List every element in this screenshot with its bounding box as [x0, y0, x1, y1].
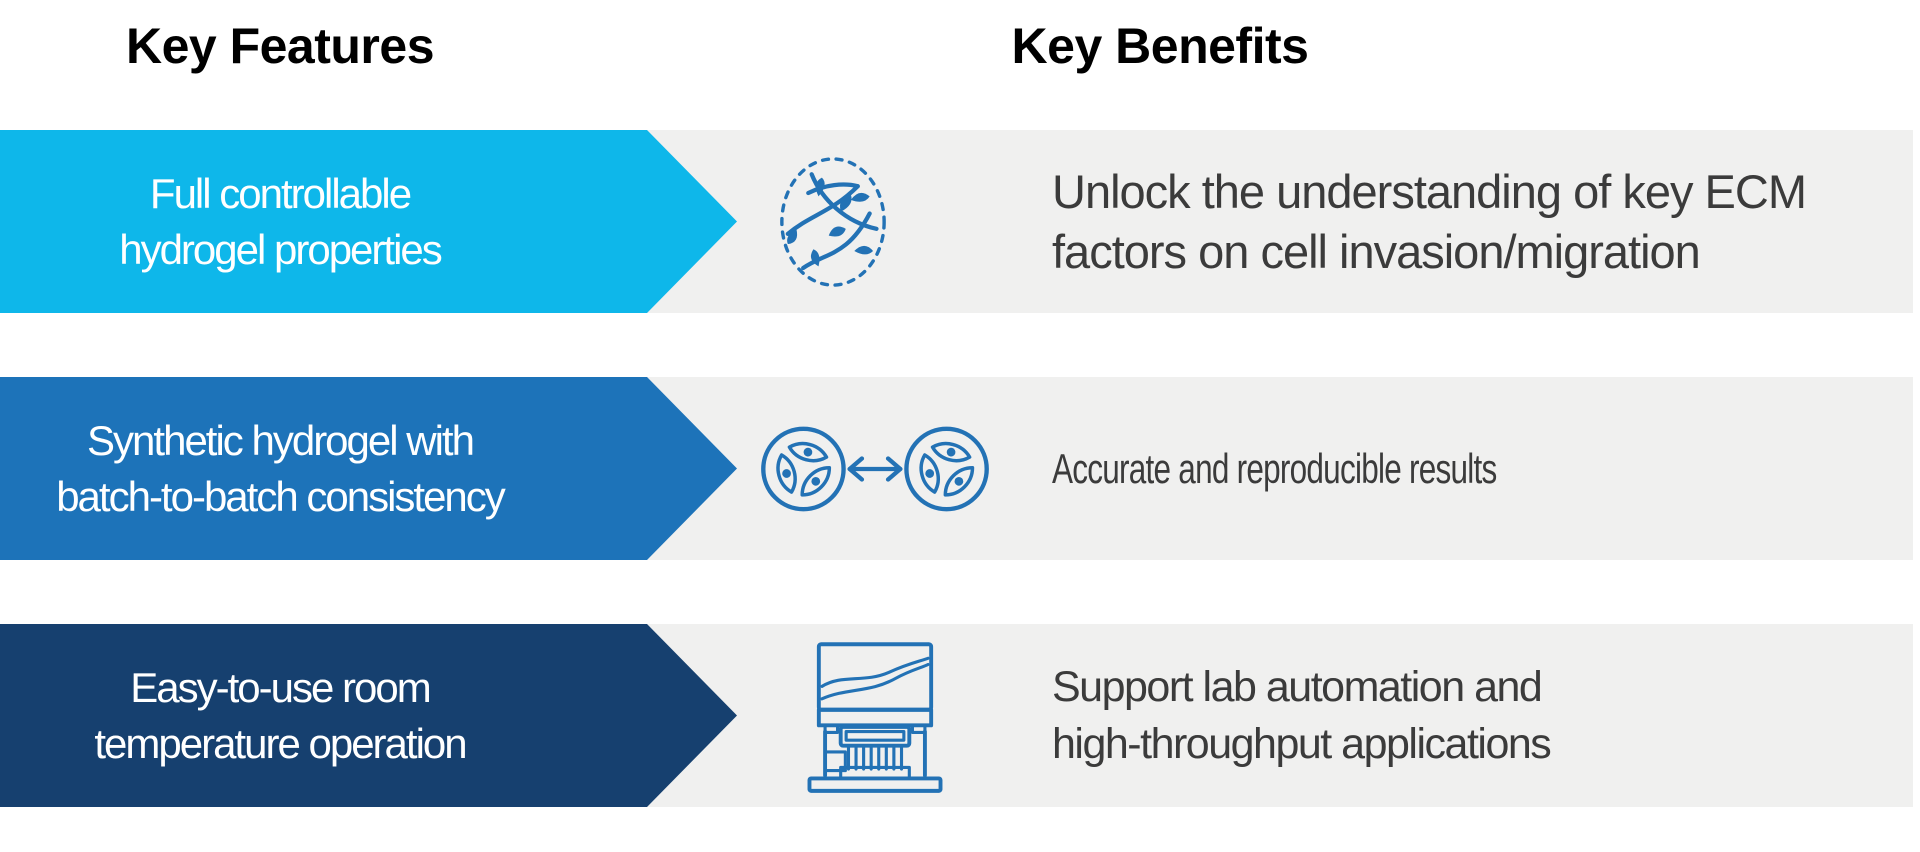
feature-benefit-row: Easy-to-use room temperature operation — [0, 624, 1920, 807]
ecm-network-icon — [703, 130, 963, 313]
feature-arrow-shape: Full controllable hydrogel properties — [0, 130, 737, 313]
feature-line: temperature operation — [94, 719, 467, 767]
benefit-text: Unlock the understanding of key ECM fact… — [1052, 130, 1912, 313]
batch-consistency-icon — [745, 377, 1005, 560]
feature-line: hydrogel properties — [119, 225, 443, 273]
benefit-text: Accurate and reproducible results — [1052, 377, 1912, 560]
feature-label: Full controllable hydrogel properties — [0, 166, 560, 278]
benefit-text: Support lab automation and high-throughp… — [1052, 624, 1912, 807]
key-features-heading: Key Features — [125, 18, 435, 74]
feature-line: Synthetic hydrogel with — [87, 416, 475, 464]
feature-label: Synthetic hydrogel with batch-to-batch c… — [0, 413, 560, 525]
feature-line: Easy-to-use room — [130, 663, 431, 711]
benefit-line: Accurate and reproducible results — [1052, 444, 1497, 492]
feature-benefit-row: Synthetic hydrogel with batch-to-batch c… — [0, 377, 1920, 560]
feature-line: batch-to-batch consistency — [56, 472, 506, 520]
key-benefits-heading: Key Benefits — [1011, 18, 1309, 74]
benefit-line: factors on cell invasion/migration — [1052, 224, 1701, 278]
feature-arrow-shape: Easy-to-use room temperature operation — [0, 624, 737, 807]
lab-automation-icon — [745, 624, 1005, 807]
feature-arrow-shape: Synthetic hydrogel with batch-to-batch c… — [0, 377, 737, 560]
benefit-line: Support lab automation and — [1052, 662, 1543, 711]
feature-line: Full controllable — [149, 169, 412, 217]
benefit-line: Unlock the understanding of key ECM — [1052, 164, 1807, 218]
benefit-line: high-throughput applications — [1052, 719, 1552, 768]
feature-benefit-row: Full controllable hydrogel properties — [0, 130, 1920, 313]
feature-label: Easy-to-use room temperature operation — [0, 660, 560, 772]
